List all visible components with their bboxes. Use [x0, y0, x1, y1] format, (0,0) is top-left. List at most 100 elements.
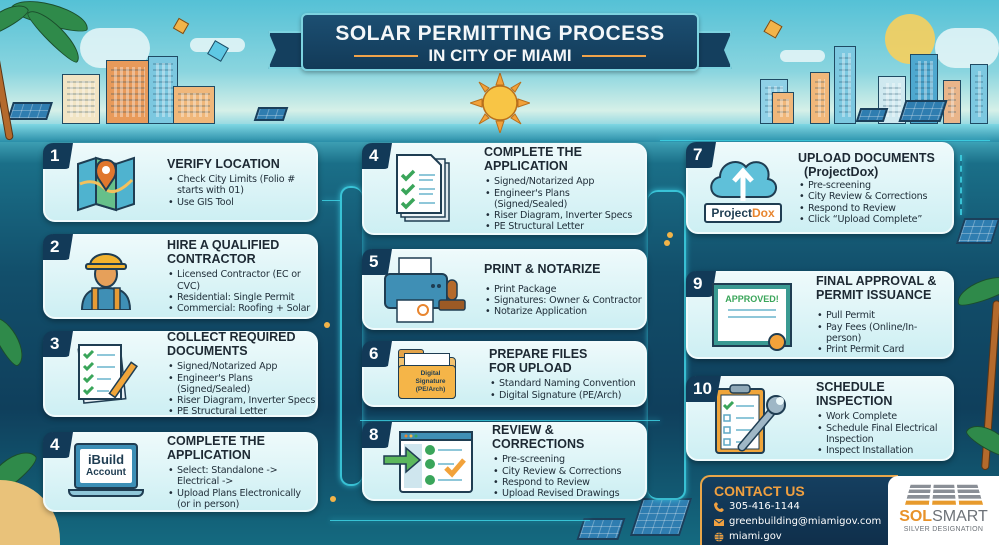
step-bullet: Upload Revised Drawings	[492, 488, 645, 500]
step-card-10: 10 SCHEDULE INSPECTION Work Complete Sch…	[686, 376, 954, 461]
step-bullet: Riser Diagram, Inverter Specs	[484, 210, 645, 222]
node-dot	[667, 232, 673, 238]
step-bullets: Standard Naming Convention Digital Signa…	[489, 378, 645, 401]
step-title: HIRE A QUALIFIED CONTRACTOR	[167, 238, 280, 267]
step-bullet: Work Complete	[816, 411, 952, 423]
step-number-badge: 6	[362, 341, 392, 367]
step-bullet: Riser Diagram, Inverter Specs	[167, 395, 316, 407]
page-subtitle-text: IN CITY OF MIAMI	[428, 46, 572, 65]
step-bullet: Engineer's Plans (Signed/Sealed)	[484, 188, 645, 211]
step-number-badge: 3	[43, 331, 73, 357]
step-card-8: 8 REVIEW & CORRECTIONS Pre-screening Cit…	[362, 422, 647, 501]
step-bullet: Check City Limits (Folio # starts with 0…	[167, 174, 316, 197]
step-card-5: 5 PRINT & NOTARIZE Print Package Signatu…	[362, 249, 647, 330]
folder-icon: Digital Signature (PE/Arch)	[364, 344, 489, 404]
clipboard-wrench-icon	[688, 380, 816, 458]
step-title: COLLECT REQUIRED DOCUMENTS	[167, 330, 296, 359]
step-bullet: Pre-screening	[492, 454, 645, 466]
contact-website[interactable]: miami.gov	[714, 529, 898, 544]
step-bullets: Print Package Signatures: Owner & Contra…	[484, 284, 645, 318]
step-bullet: Upload Plans Electronically (or in perso…	[167, 488, 316, 511]
step-bullet: Notarize Application	[484, 306, 645, 318]
step-number-badge: 4	[362, 143, 392, 169]
flow-connector	[660, 140, 990, 141]
projectdox-label-b: Dox	[752, 206, 775, 220]
certificate-icon: APPROVED!	[688, 275, 816, 355]
node-dot	[330, 496, 336, 502]
step-bullet: Digital Signature (PE/Arch)	[489, 390, 645, 402]
step-bullet: Signatures: Owner & Contractor	[484, 295, 645, 307]
step-number-badge: 2	[43, 234, 73, 260]
step-bullet: Pre-screening	[798, 180, 952, 192]
step-bullets: Pre-screening City Review & Corrections …	[798, 180, 952, 225]
step-bullet: Use GIS Tool	[167, 197, 316, 209]
step-title: COMPLETE THE APPLICATION	[484, 145, 582, 174]
step-title: COMPLETE THE APPLICATION	[167, 433, 265, 462]
step-title: FINAL APPROVAL & PERMIT ISSUANCE	[816, 274, 937, 303]
solsmart-name: SOLSMART	[888, 508, 999, 526]
flow-connector	[960, 155, 962, 215]
laptop-icon: iBuild Account	[45, 437, 167, 507]
solsmart-designation: SILVER DESIGNATION	[903, 526, 984, 533]
step-bullet: PE Structural Letter	[484, 221, 645, 233]
step-bullet: City Review & Corrections	[798, 191, 952, 203]
step-bullet: Schedule Final Electrical Inspection	[816, 423, 952, 446]
step-bullet: Signed/Notarized App	[167, 361, 316, 373]
step-bullet: Signed/Notarized App	[484, 176, 645, 188]
step-card-3: 3 COLLECT REQUIRED DOCUMENTS Signed/Nota…	[43, 330, 318, 418]
step-bullets: Work Complete Schedule Final Electrical …	[816, 411, 952, 456]
phone-icon	[714, 501, 724, 512]
flow-connector	[330, 520, 590, 521]
printer-stamp-icon	[364, 253, 484, 327]
flow-connector	[360, 420, 660, 421]
step-number-badge: 10	[686, 376, 721, 402]
contact-phone-text: 305-416-1144	[729, 501, 800, 512]
step-bullets: Pull Permit Pay Fees (Online/In-person) …	[816, 310, 952, 355]
contact-panel: CONTACT US 305-416-1144 greenbuilding@mi…	[700, 475, 898, 545]
solar-panel-icon	[629, 498, 693, 536]
step-number-badge: 5	[362, 249, 392, 275]
step-card-4-ibuild: 4 iBuild Account COMPLETE THE APPLICATIO…	[43, 432, 318, 512]
palm-tree-icon	[953, 250, 999, 475]
step-card-7: 7 ProjectDox UPLOAD DOCUMENTS (ProjectDo…	[686, 142, 954, 234]
step-bullet: City Review & Corrections	[492, 466, 645, 478]
contact-website-text: miami.gov	[729, 531, 782, 542]
projectdox-logo: ProjectDox	[704, 203, 782, 223]
step-card-6: 6 Digital Signature (PE/Arch) PREPARE FI…	[362, 341, 647, 407]
step-card-2: 2 HIRE A QUALIFIED CONTRACTOR Licensed C…	[43, 234, 318, 319]
step-number-badge: 7	[686, 142, 716, 168]
step-bullet: Click “Upload Complete”	[798, 214, 952, 226]
step-card-1: 1 VERIFY LOCATION Check City Limits (Fol…	[43, 143, 318, 222]
step-bullet: Select: Standalone -> Electrical ->	[167, 465, 316, 488]
step-bullets: Licensed Contractor (EC or CVC) Resident…	[167, 269, 316, 314]
step-bullet: Pay Fees (Online/In-person)	[816, 322, 952, 345]
step-number-badge: 1	[43, 143, 73, 169]
account-label: Account	[86, 467, 126, 478]
contractor-icon	[45, 238, 167, 316]
review-window-icon	[364, 426, 492, 498]
palm-tree-icon	[0, 0, 100, 141]
solsmart-grid-icon	[883, 484, 999, 505]
contact-email[interactable]: greenbuilding@miamigov.com	[714, 514, 898, 529]
step-bullet: Inspect Installation	[816, 445, 952, 457]
step-bullets: Check City Limits (Folio # starts with 0…	[167, 174, 316, 208]
step-title: REVIEW & CORRECTIONS	[492, 423, 585, 452]
contact-title: CONTACT US	[714, 483, 805, 499]
title-banner: SOLAR PERMITTING PROCESS IN CITY OF MIAM…	[301, 13, 699, 71]
step-number-badge: 9	[686, 271, 716, 297]
step-bullet: Licensed Contractor (EC or CVC)	[167, 269, 316, 292]
contact-phone[interactable]: 305-416-1144	[714, 499, 898, 514]
flow-connector	[340, 186, 362, 486]
step-bullet: Engineer's Plans (Signed/Sealed)	[167, 373, 316, 396]
flow-connector	[322, 200, 340, 201]
node-dot	[664, 240, 670, 246]
step-number-badge: 4	[43, 432, 73, 458]
step-title: SCHEDULE INSPECTION	[816, 380, 893, 409]
step-bullets: Signed/Notarized App Engineer's Plans (S…	[484, 176, 645, 233]
step-bullet: Commercial: Roofing + Solar	[167, 303, 316, 315]
step-bullets: Select: Standalone -> Electrical -> Uplo…	[167, 465, 316, 510]
step-title: PRINT & NOTARIZE	[484, 261, 601, 276]
map-pin-icon	[45, 148, 167, 218]
step-bullet: Respond to Review	[798, 203, 952, 215]
step-bullet: Pull Permit	[816, 310, 952, 322]
